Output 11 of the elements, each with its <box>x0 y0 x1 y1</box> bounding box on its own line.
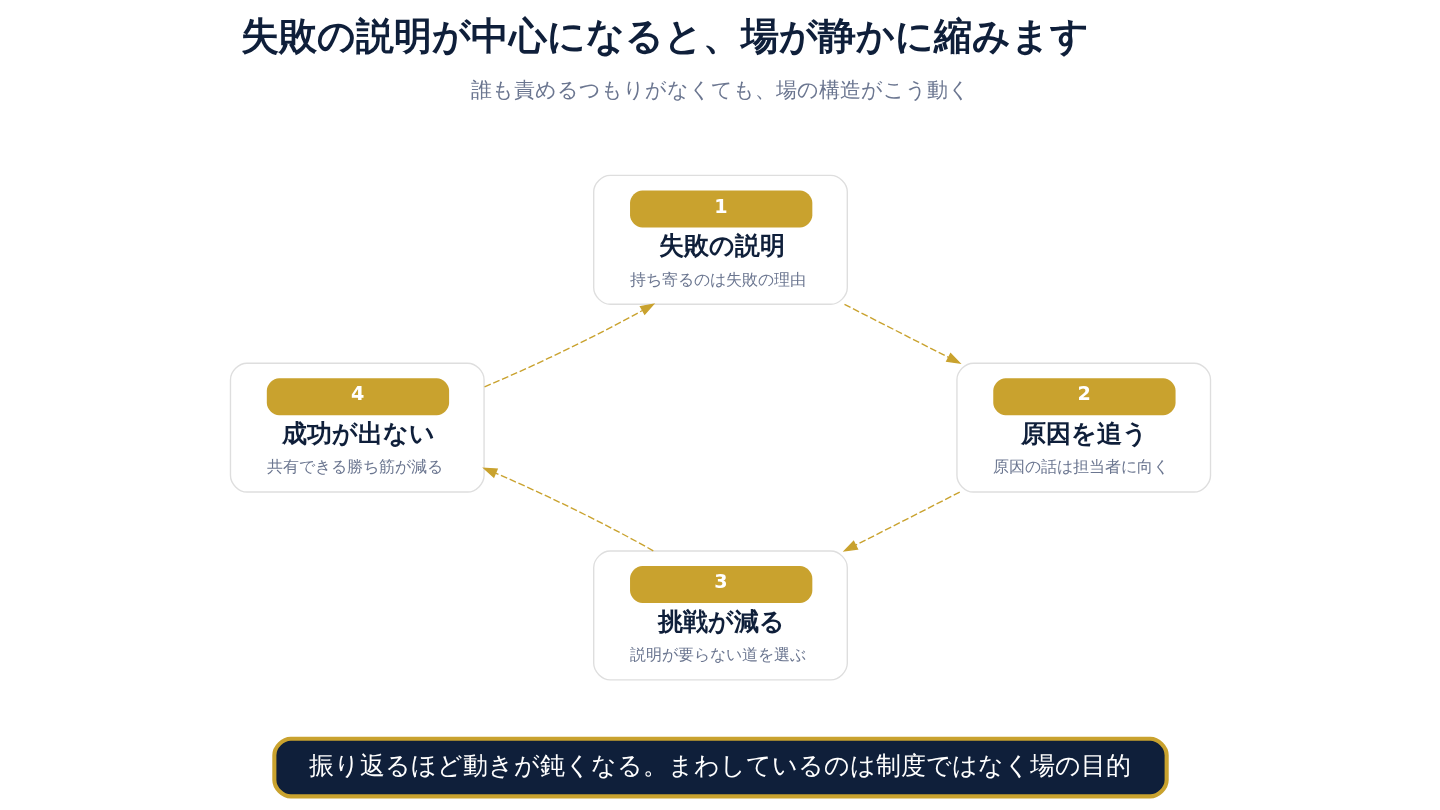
diagram-title: 失敗の説明が中心になると、場が静かに縮みます <box>240 12 1089 58</box>
arrow <box>483 303 655 388</box>
node-box: 1 失敗の説明 持ち寄るのは失敗の理由 <box>592 174 848 305</box>
node-box: 3 挑戦が減る 説明が要らない道を選ぶ <box>592 550 848 681</box>
arrow <box>842 491 960 552</box>
arrow <box>481 467 654 552</box>
node-box: 4 成功が出ない 共有できる勝ち筋が減る <box>229 362 485 493</box>
node-box: 2 原因を追う 原因の話は担当者に向く <box>955 362 1211 493</box>
arrow <box>843 303 962 364</box>
label: 振り返るほど動きが鈍くなる。まわしているのは制度ではなく場の目的 <box>309 750 1131 780</box>
label: 誰も責めるつもりがなくても、場の構造がこう動く <box>470 77 970 102</box>
